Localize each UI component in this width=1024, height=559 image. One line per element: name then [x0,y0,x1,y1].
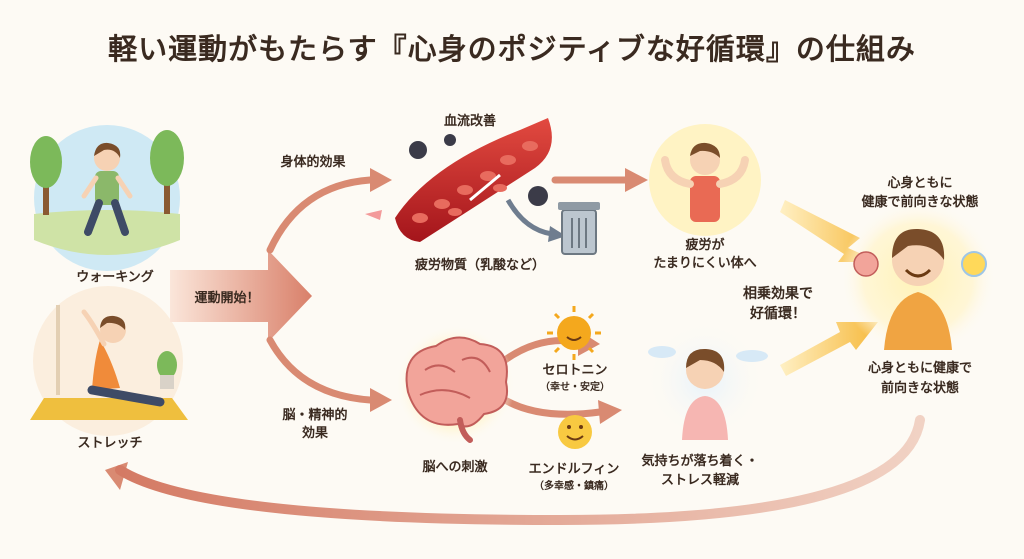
stretch-illustration [30,286,188,436]
goal-top-line2: 健康で前向きな状態 [861,195,979,210]
synergy-line2: 好循環！ [750,306,806,322]
goal-bottom-line1: 心身ともに健康で [867,361,972,376]
physical-result-line2: たまりにくい体へ [653,256,757,271]
trash-can-icon [558,202,600,255]
fatigue-substance-label: 疲労物質（乳酸など） [414,258,545,273]
physical-result-line1: 疲労が [685,238,725,253]
serotonin-sub-label: （幸せ・安定） [540,382,610,393]
brain-stim-label: 脳への刺激 [422,460,488,475]
mental-branch-label-line2: 効果 [301,426,328,441]
synergy-arrows [780,200,880,376]
stretch-label: ストレッチ [77,436,143,451]
feedback-loop-arrow [115,415,925,526]
goal-top-line1: 心身ともに [887,176,953,191]
goal-bottom-line2: 前向きな状態 [880,381,959,396]
mental-result-line1: 気持ちが落ち着く・ [641,454,759,469]
endorphin-sub-label: （多幸感・鎮痛） [534,481,614,492]
synergy-line1: 相乗効果で [743,286,813,302]
walking-label: ウォーキング [76,270,154,285]
muscular-person-illustration [649,124,761,236]
brain-illustration [395,325,515,445]
walking-illustration [30,125,184,271]
blood-flow-label: 血流改善 [443,114,496,129]
sun-icon [547,306,601,360]
happy-person-illustration [840,200,996,356]
mental-result-line2: ストレス軽減 [660,473,739,488]
blood-vessel-illustration [365,118,566,242]
start-label: 運動開始！ [194,291,260,306]
serotonin-label: セロトニン [542,363,608,378]
mental-branch-label-line1: 脳・精神的 [282,408,348,423]
smiley-icon [558,415,592,449]
page-title: 軽い運動がもたらす『心身のポジティブな好循環』の仕組み [108,32,916,66]
calm-person-illustration [645,320,768,440]
physical-branch-label: 身体的効果 [280,155,346,170]
endorphin-label: エンドルフィン [528,462,620,477]
start-arrow [170,250,312,342]
